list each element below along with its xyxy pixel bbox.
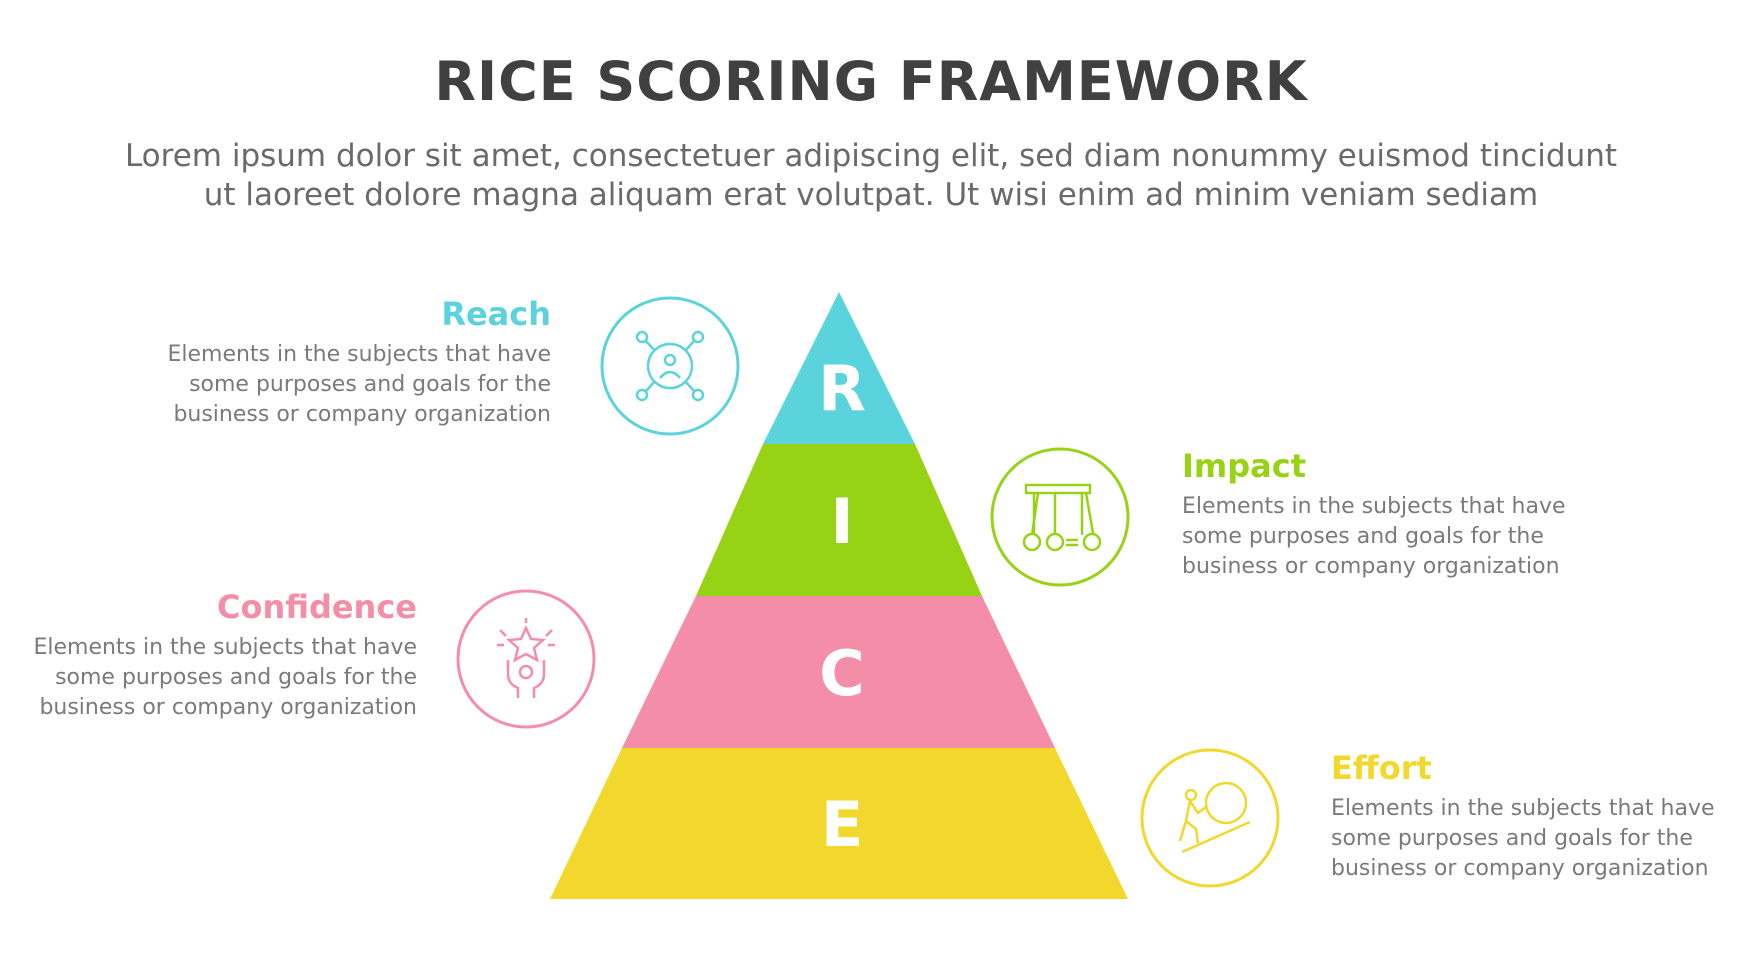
reach-desc-line: some purposes and goals for the [189, 372, 551, 397]
confidence-block: Confidence Elements in the subjects that… [0, 587, 417, 723]
impact-description: Elements in the subjects that have some … [1182, 492, 1602, 582]
subtitle-line: ut laoreet dolore magna aliquam erat vol… [203, 177, 1539, 213]
confidence-heading: Confidence [216, 588, 417, 626]
effort-description: Elements in the subjects that have some … [1331, 794, 1742, 884]
pyramid-letter-e: E [821, 788, 863, 861]
effort-block: Effort Elements in the subjects that hav… [1331, 748, 1742, 884]
impact-desc-line: Elements in the subjects that have [1182, 494, 1566, 519]
confidence-desc-line: some purposes and goals for the [55, 665, 417, 690]
reach-block: Reach Elements in the subjects that have… [131, 294, 551, 430]
pyramid-layer-confidence [622, 596, 1055, 748]
confidence-description: Elements in the subjects that have some … [0, 633, 417, 723]
impact-heading: Impact [1182, 447, 1307, 485]
effort-desc-line: Elements in the subjects that have [1331, 796, 1715, 821]
impact-block: Impact Elements in the subjects that hav… [1182, 446, 1602, 582]
confidence-desc-line: business or company organization [39, 695, 417, 720]
pyramid-letter-c: C [819, 637, 865, 710]
impact-desc-line: business or company organization [1182, 554, 1560, 579]
subtitle-line: Lorem ipsum dolor sit amet, consectetuer… [124, 138, 1618, 174]
effort-desc-line: business or company organization [1331, 856, 1709, 881]
reach-desc-line: Elements in the subjects that have [167, 342, 551, 367]
network-user-icon [600, 296, 740, 436]
pyramid-layer-reach [763, 292, 915, 444]
hands-star-icon [456, 589, 596, 729]
reach-heading: Reach [441, 295, 551, 333]
reach-description: Elements in the subjects that have some … [131, 340, 551, 430]
newtons-cradle-icon [990, 447, 1130, 587]
confidence-desc-line: Elements in the subjects that have [33, 635, 417, 660]
pyramid-layer-impact [696, 444, 982, 596]
effort-heading: Effort [1331, 749, 1432, 787]
pyramid-letter-r: R [818, 352, 866, 425]
pyramid-layer-effort [550, 748, 1128, 899]
page-title: RICE SCORING FRAMEWORK [434, 50, 1308, 113]
reach-desc-line: business or company organization [173, 402, 551, 427]
impact-desc-line: some purposes and goals for the [1182, 524, 1544, 549]
page-subtitle: Lorem ipsum dolor sit amet, consectetuer… [0, 137, 1742, 215]
effort-desc-line: some purposes and goals for the [1331, 826, 1693, 851]
push-boulder-icon [1140, 748, 1280, 888]
pyramid-letter-i: I [830, 485, 853, 558]
